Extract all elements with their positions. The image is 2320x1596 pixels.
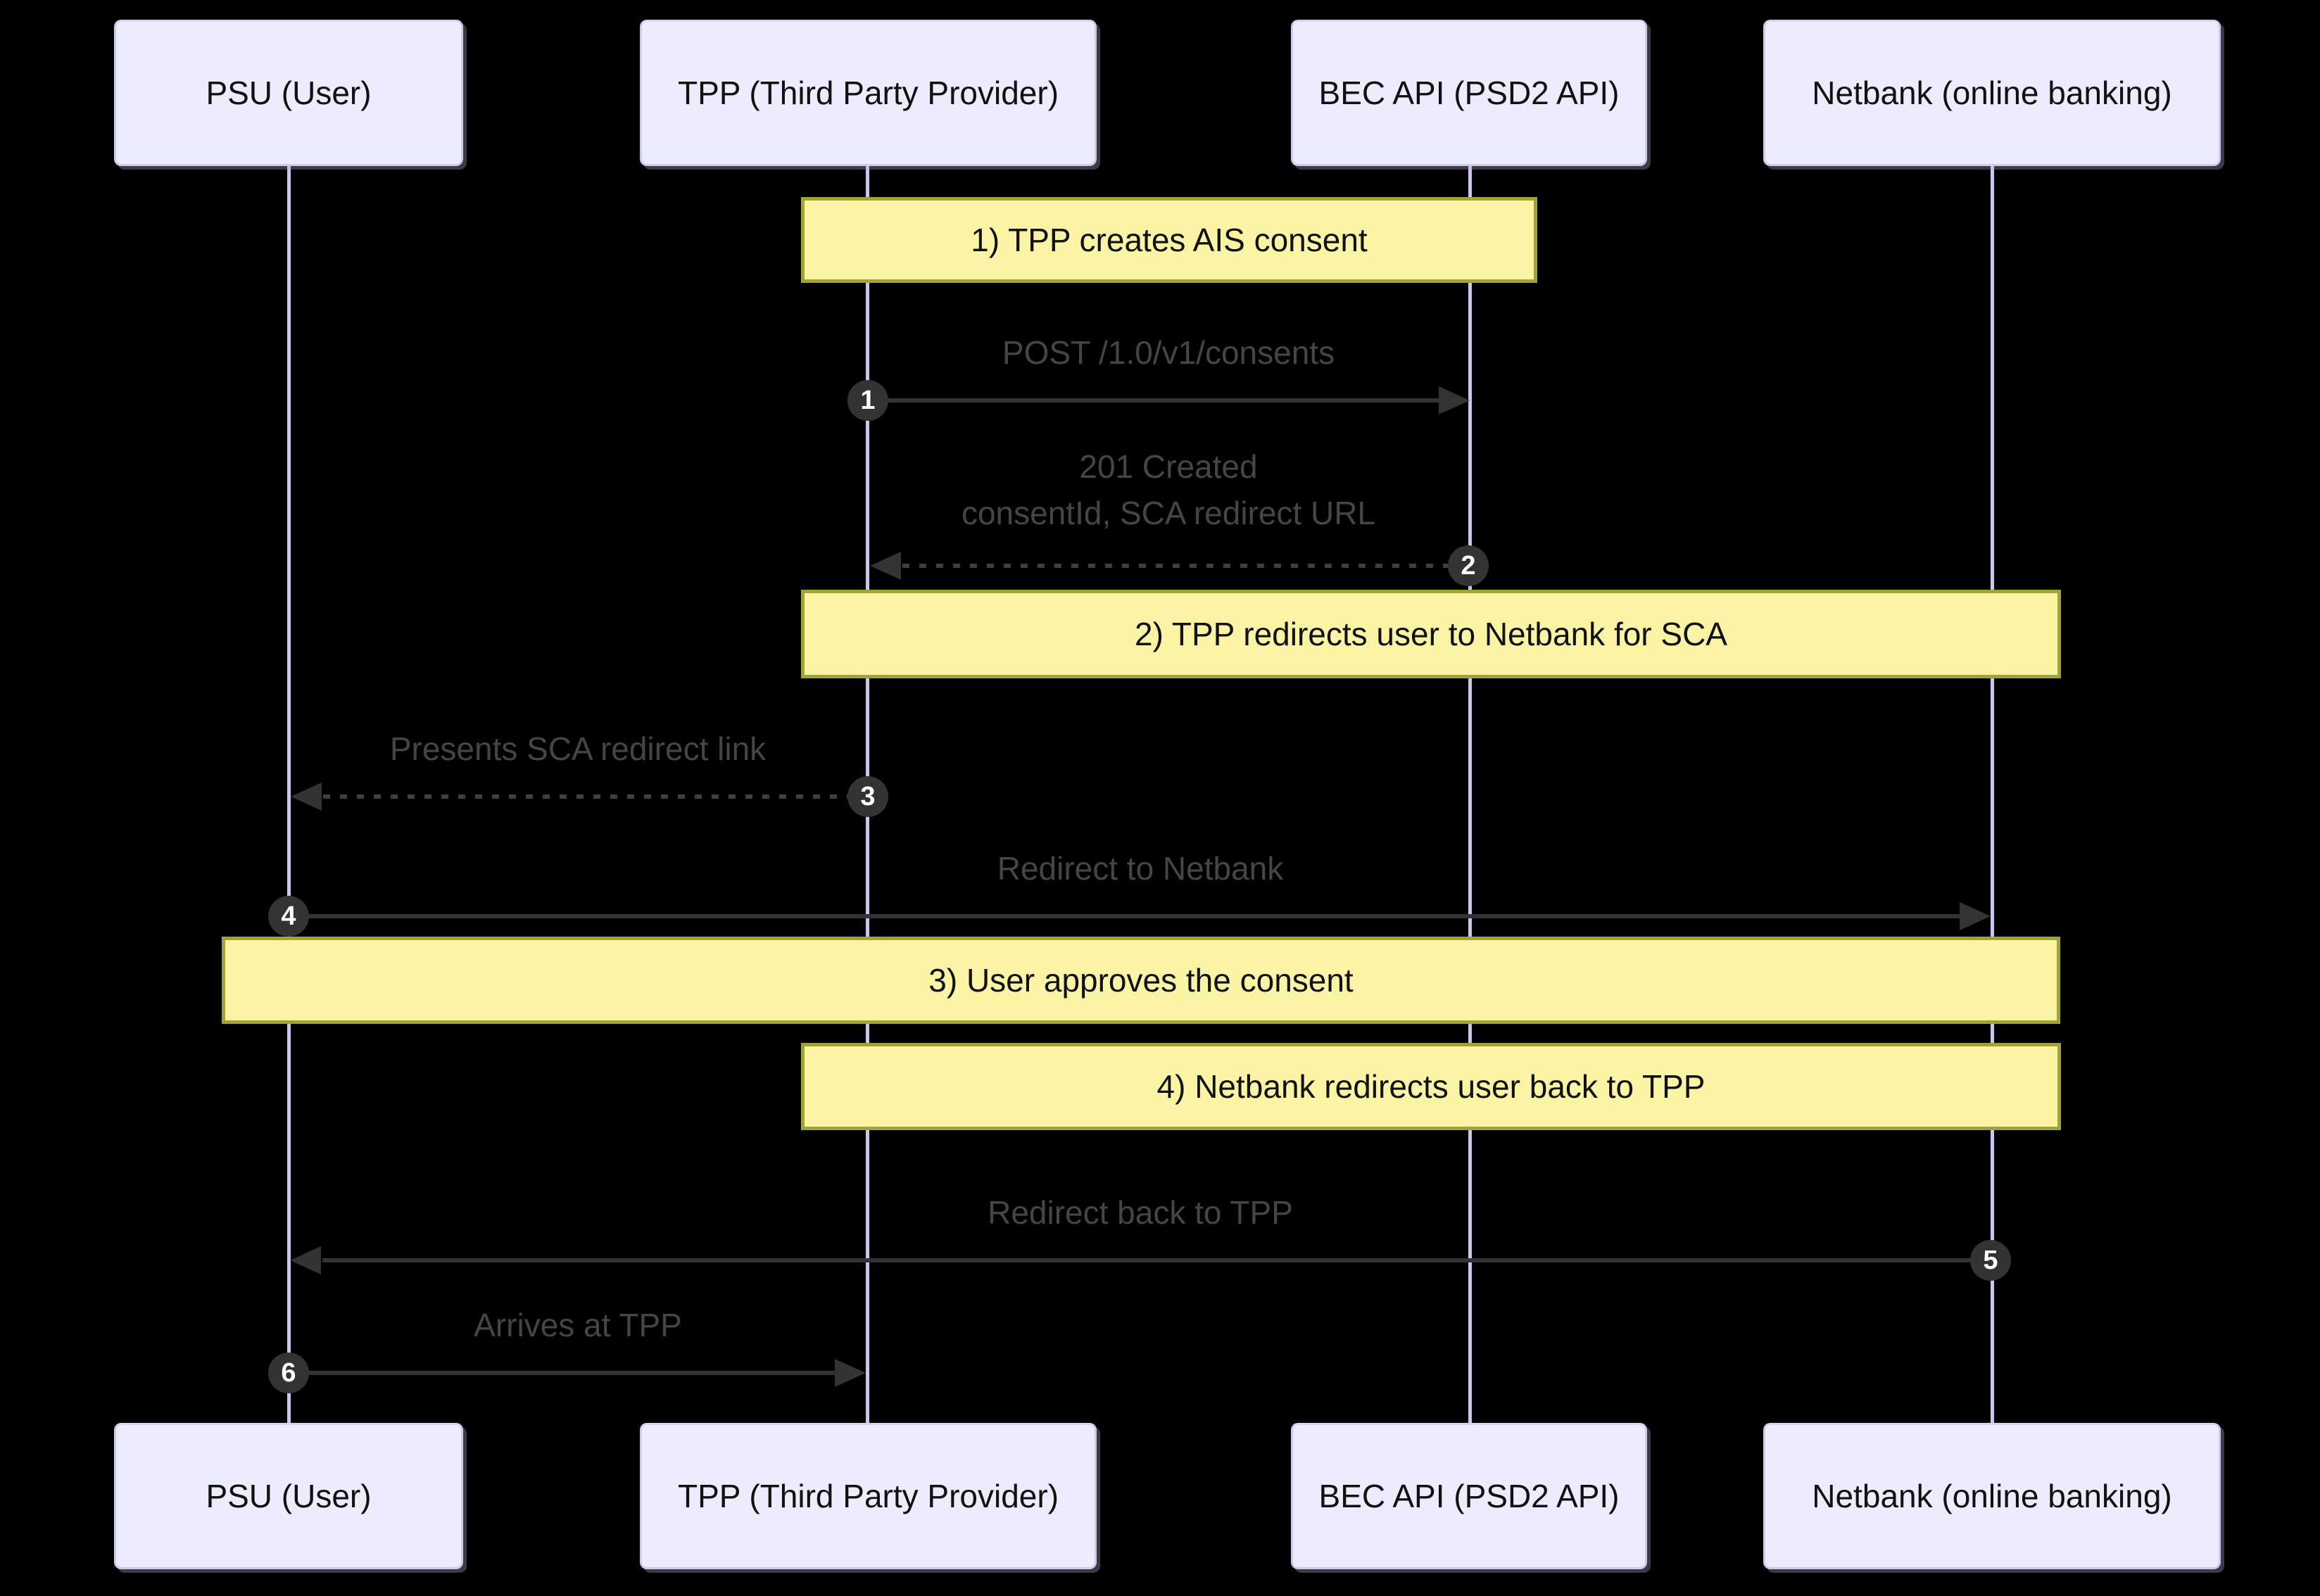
message-2-arrowhead	[870, 552, 901, 580]
note-2: 2) TPP redirects user to Netbank for SCA	[801, 590, 2061, 678]
lifeline-psu	[287, 166, 291, 1423]
message-6-seq-badge: 6	[268, 1353, 309, 1393]
message-1-line	[887, 398, 1439, 403]
actor-bottom-psu-label: PSU (User)	[206, 1478, 372, 1514]
note-2-label: 2) TPP redirects user to Netbank for SCA	[1135, 616, 1727, 652]
message-1-arrowhead	[1439, 386, 1470, 414]
actor-top-tpp: TPP (Third Party Provider)	[640, 20, 1097, 166]
message-3-seq-badge: 3	[847, 776, 888, 817]
message-5-seq-badge: 5	[1970, 1240, 2011, 1281]
actor-top-psu-label: PSU (User)	[206, 75, 372, 111]
message-3-line	[323, 794, 848, 799]
actor-top-bec-api: BEC API (PSD2 API)	[1291, 20, 1647, 166]
note-4-label: 4) Netbank redirects user back to TPP	[1156, 1068, 1706, 1105]
actor-bottom-netbank: Netbank (online banking)	[1763, 1423, 2221, 1569]
message-2-label: 201 Created consentId, SCA redirect URL	[781, 443, 1556, 536]
actor-top-psu: PSU (User)	[114, 20, 463, 166]
message-2-label-line1: 201 Created	[1079, 448, 1258, 485]
note-1-label: 1) TPP creates AIS consent	[971, 222, 1368, 258]
message-6-label: Arrives at TPP	[474, 1307, 682, 1343]
message-1-label: POST /1.0/v1/consents	[1002, 334, 1335, 371]
actor-top-bec-api-label: BEC API (PSD2 API)	[1318, 75, 1620, 111]
note-1: 1) TPP creates AIS consent	[801, 197, 1537, 283]
message-5-arrowhead	[290, 1246, 321, 1274]
actor-bottom-bec-api: BEC API (PSD2 API)	[1291, 1423, 1647, 1569]
message-2-label-line2: consentId, SCA redirect URL	[961, 495, 1376, 531]
message-6-line	[308, 1371, 835, 1375]
actor-bottom-psu: PSU (User)	[114, 1423, 463, 1569]
lifeline-bec-api	[1468, 166, 1472, 1423]
actor-bottom-tpp: TPP (Third Party Provider)	[640, 1423, 1097, 1569]
actor-top-netbank: Netbank (online banking)	[1763, 20, 2221, 166]
lifeline-netbank	[1991, 166, 1994, 1423]
actor-top-tpp-label: TPP (Third Party Provider)	[677, 75, 1059, 111]
message-4-arrowhead	[1960, 902, 1991, 930]
actor-bottom-tpp-label: TPP (Third Party Provider)	[677, 1478, 1059, 1514]
message-3-arrowhead	[291, 783, 322, 811]
message-4-label: Redirect to Netbank	[997, 850, 1284, 887]
message-3-label: Presents SCA redirect link	[389, 730, 767, 767]
message-4-seq-badge: 4	[268, 896, 309, 937]
message-4-line	[308, 914, 1960, 918]
message-2-seq-badge: 2	[1448, 545, 1489, 586]
message-5-line	[322, 1258, 1971, 1262]
message-2-line	[902, 564, 1449, 568]
note-3: 3) User approves the consent	[222, 937, 2060, 1024]
actor-bottom-bec-api-label: BEC API (PSD2 API)	[1318, 1478, 1620, 1514]
message-6-arrowhead	[835, 1359, 866, 1387]
actor-bottom-netbank-label: Netbank (online banking)	[1812, 1478, 2172, 1514]
note-4: 4) Netbank redirects user back to TPP	[801, 1043, 2061, 1130]
actor-top-netbank-label: Netbank (online banking)	[1812, 75, 2172, 111]
note-3-label: 3) User approves the consent	[928, 962, 1354, 999]
message-1-seq-badge: 1	[847, 380, 888, 421]
message-5-label: Redirect back to TPP	[988, 1194, 1293, 1231]
